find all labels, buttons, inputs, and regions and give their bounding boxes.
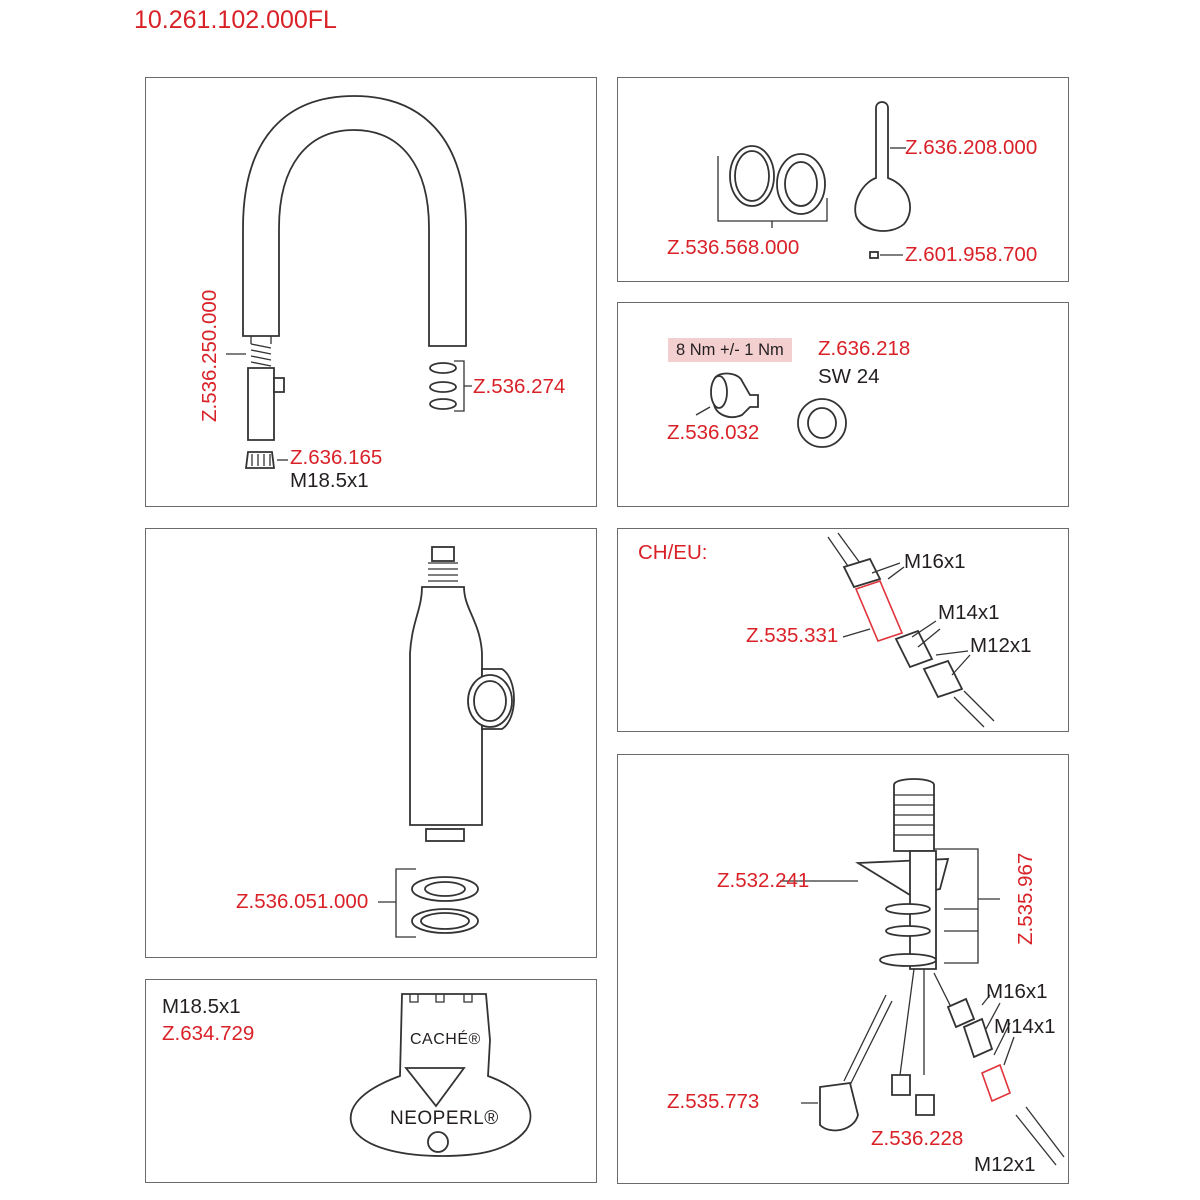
- adapter-label: Z.536.228: [871, 1127, 964, 1150]
- panel-tool: M18.5x1 Z.634.729 CACHÉ® NEOPERL®: [145, 979, 597, 1183]
- fixing-drawing: [780, 778, 1065, 1166]
- thread-m14-label: M14x1: [938, 601, 1000, 624]
- panel-ch-eu: CH/EU: M16x1 Z.535.331 M14x1 M12x1: [617, 528, 1069, 732]
- region-label: CH/EU:: [638, 541, 708, 564]
- tool-drawing: [349, 993, 532, 1157]
- cache-logo-text: CACHÉ®: [410, 1031, 481, 1048]
- panel-handle: Z.636.208.000 Z.536.568.000 Z.601.958.70…: [617, 77, 1069, 282]
- adapter-label: Z.535.331: [746, 624, 839, 647]
- tool-label: Z.634.729: [162, 1022, 255, 1045]
- handle-drawing: [717, 101, 911, 259]
- o-rings-label: Z.536.274: [473, 375, 566, 398]
- panel-fixing: Z.532.241 Z.535.967 M16x1 M14x1 Z.535.77…: [617, 754, 1069, 1184]
- thread-m16-label: M16x1: [904, 550, 966, 573]
- cartridge-drawing: [695, 372, 847, 448]
- fixing-label: Z.532.241: [717, 869, 810, 892]
- thread-m14-label: M14x1: [994, 1015, 1056, 1038]
- nut-label: Z.636.218: [818, 337, 911, 360]
- panel-cartridge: 8 Nm +/- 1 Nm Z.636.218 SW 24 Z.536.032: [617, 302, 1069, 507]
- ring-set-label: Z.536.568.000: [667, 236, 800, 259]
- neoperl-logo-text: NEOPERL®: [390, 1108, 499, 1129]
- hose-label: Z.535.773: [667, 1090, 760, 1113]
- cartridge-label: Z.536.032: [667, 421, 760, 444]
- torque-label: 8 Nm +/- 1 Nm: [668, 338, 792, 362]
- tool-thread-label: M18.5x1: [162, 995, 241, 1018]
- washer-set-label: Z.536.051.000: [236, 890, 369, 913]
- panel-body: Z.536.051.000: [145, 528, 597, 958]
- wrench-size-label: SW 24: [818, 365, 880, 388]
- fixing-set-label: Z.535.967: [1014, 852, 1037, 945]
- thread-m12-label: M12x1: [974, 1153, 1036, 1176]
- grub-screw-label: Z.601.958.700: [905, 243, 1038, 266]
- thread-m16-label: M16x1: [986, 980, 1048, 1003]
- aerator-label: Z.636.165: [290, 446, 383, 469]
- spout-drawing: [226, 95, 472, 469]
- document-title: 10.261.102.000FL: [134, 6, 337, 34]
- ch-eu-drawing: [827, 532, 995, 728]
- handle-label: Z.636.208.000: [905, 136, 1038, 159]
- aerator-thread-label: M18.5x1: [290, 469, 369, 492]
- body-drawing: [378, 546, 515, 938]
- spout-set-label: Z.536.250.000: [198, 289, 221, 422]
- panel-spout: Z.536.250.000 Z.536.274 Z.636.165 M18.5x…: [145, 77, 597, 507]
- thread-m12-label: M12x1: [970, 634, 1032, 657]
